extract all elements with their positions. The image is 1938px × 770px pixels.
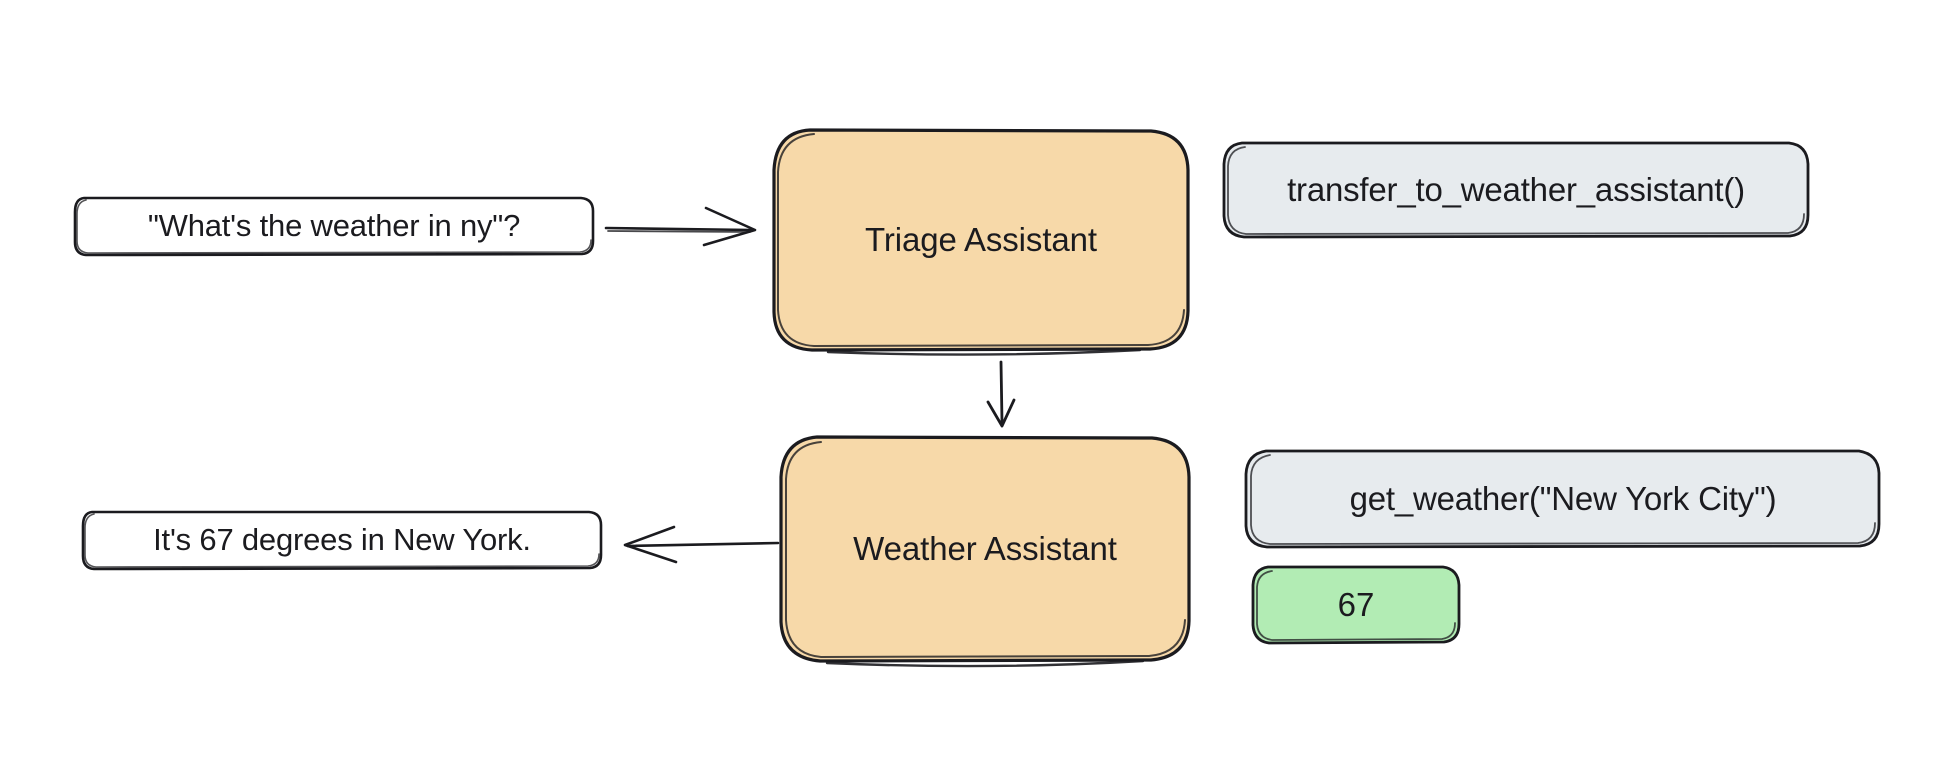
weather-assistant-label: Weather Assistant: [853, 530, 1117, 567]
edge-weather-to-reply: [623, 525, 780, 564]
node-weather-tool[interactable]: get_weather("New York City"): [1240, 446, 1886, 552]
node-weather-result[interactable]: 67: [1248, 563, 1464, 647]
transfer-tool-label: transfer_to_weather_assistant(): [1287, 171, 1745, 208]
weather-result-label: 67: [1337, 586, 1375, 623]
triage-assistant-label: Triage Assistant: [865, 221, 1097, 258]
node-transfer-tool[interactable]: transfer_to_weather_assistant(): [1218, 138, 1814, 242]
user-message-label: "What's the weather in ny"?: [147, 208, 521, 243]
weather-tool-label: get_weather("New York City"): [1349, 480, 1777, 517]
edge-triage-to-weather: [986, 360, 1016, 428]
node-triage-assistant[interactable]: Triage Assistant: [768, 126, 1194, 356]
node-assistant-reply[interactable]: It's 67 degrees in New York.: [78, 506, 606, 574]
edge-user-to-triage: [604, 206, 757, 247]
node-weather-assistant[interactable]: Weather Assistant: [775, 432, 1195, 668]
assistant-reply-label: It's 67 degrees in New York.: [153, 522, 531, 557]
node-user-message[interactable]: "What's the weather in ny"?: [70, 192, 598, 260]
